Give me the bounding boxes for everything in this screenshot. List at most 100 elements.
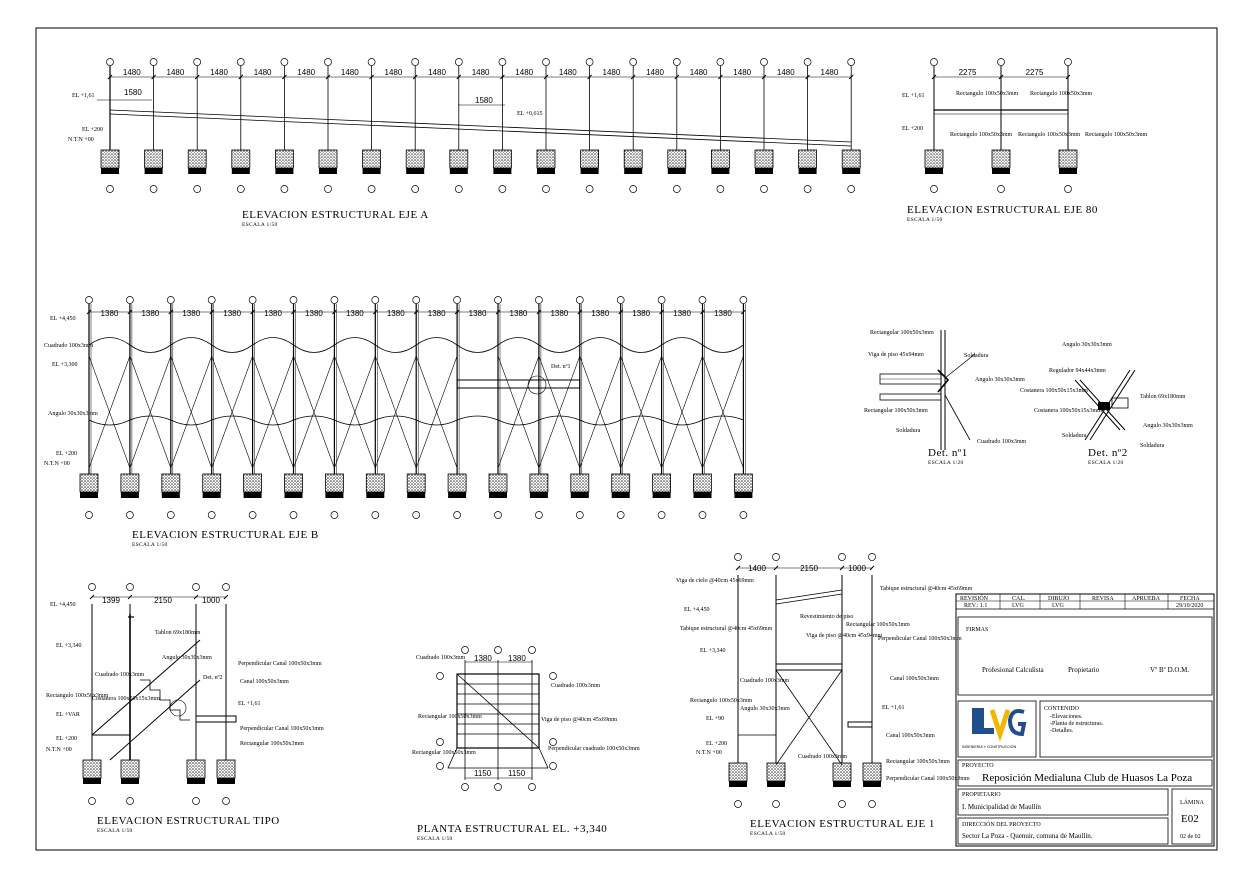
det2-label-5: Costanera 100x50x15x3mm bbox=[1034, 408, 1102, 414]
axis-bubble bbox=[734, 800, 742, 808]
axis-bubble bbox=[106, 185, 114, 193]
eje-1-title: ELEVACION ESTRUCTURAL EJE 1 bbox=[750, 818, 935, 830]
axis-bubble bbox=[716, 185, 725, 193]
tipo-label-7: Perpendicular Canal 100x50x3mm bbox=[238, 661, 322, 667]
axis-bubble bbox=[126, 797, 134, 805]
eje-a-scale: ESCALA 1/50 bbox=[242, 222, 278, 228]
eje-a-dim: 1480 bbox=[167, 68, 185, 77]
axis-bubble bbox=[494, 511, 502, 519]
eje-a-level-mid: EL +0,615 bbox=[517, 111, 543, 117]
tipo-level-3: EL +1,61 bbox=[238, 701, 261, 707]
axis-bubble bbox=[739, 511, 748, 519]
planta-dim-bottom-2: 1150 bbox=[508, 769, 526, 778]
footing bbox=[362, 149, 382, 169]
planta-dim-bottom-1: 1150 bbox=[474, 769, 492, 778]
axis-bubble bbox=[672, 58, 681, 66]
eje-1-level-3: EL +1,61 bbox=[882, 705, 905, 711]
eje-b-dim: 1380 bbox=[305, 309, 323, 318]
eje-80-scale: ESCALA 1/50 bbox=[907, 217, 943, 223]
direccion-label: DIRECCIÓN DEL PROYECTO bbox=[962, 820, 1041, 828]
tipo-label-10: Rectangular 100x50x3mm bbox=[240, 741, 304, 747]
planta-label-1: Cuadrado 100x3mm bbox=[416, 655, 465, 661]
det1-label-4: Angulo 30x30x3mm bbox=[975, 377, 1025, 383]
tipo-title: ELEVACION ESTRUCTURAL TIPO bbox=[97, 815, 280, 827]
title-block: REVISIÓN CAL. DIBUJO REVISA APRUEBA FECH… bbox=[955, 593, 1215, 847]
axis-bubble bbox=[734, 553, 742, 561]
firma-1: Profesional Calculista bbox=[982, 666, 1045, 674]
firma-2: Propietario bbox=[1068, 666, 1100, 674]
axis-bubble bbox=[542, 185, 550, 193]
eje-1-label-6: Viga de piso @40cm 45x94mm bbox=[806, 633, 882, 639]
axis-bubble bbox=[847, 185, 856, 193]
axis-bubble bbox=[838, 800, 846, 808]
axis-bubble bbox=[716, 58, 725, 66]
eje-b-label-2: Angulo 30x30x3mm bbox=[48, 411, 98, 417]
contenido-label: CONTENIDO bbox=[1044, 706, 1080, 712]
eje-80-title: ELEVACION ESTRUCTURAL EJE 80 bbox=[907, 204, 1098, 216]
eje-a-dim: 1480 bbox=[603, 68, 621, 77]
footing bbox=[728, 762, 748, 782]
footing bbox=[82, 759, 102, 779]
rev-header-1: REVISIÓN bbox=[960, 594, 989, 602]
footing bbox=[405, 149, 425, 169]
eje-80-level-1: EL +1,61 bbox=[902, 93, 925, 99]
footing bbox=[406, 473, 426, 493]
eje-a-dim: 1480 bbox=[777, 68, 795, 77]
axis-bubble bbox=[192, 797, 200, 805]
eje-80-label-2: Rectangulo 100x50x3mm bbox=[1030, 91, 1092, 97]
tipo-label-1: Tablon 69x180mm bbox=[155, 630, 201, 636]
axis-bubble bbox=[498, 185, 507, 193]
footing bbox=[144, 149, 164, 169]
eje-1-level-6: N.T.N +00 bbox=[696, 750, 722, 756]
eje-a-dim: 1480 bbox=[428, 68, 446, 77]
axis-bubble bbox=[248, 296, 257, 304]
eje-b-dim: 1380 bbox=[428, 309, 446, 318]
firma-3: Vº Bº D.O.M. bbox=[1150, 666, 1189, 674]
footing bbox=[667, 149, 687, 169]
axis-bubble bbox=[193, 58, 202, 66]
footing bbox=[991, 149, 1011, 169]
footing bbox=[447, 473, 467, 493]
axis-bubble bbox=[166, 296, 175, 304]
lamina-label: LÁMINA bbox=[1180, 798, 1205, 806]
tipo-label-2: Angulo 30x30x3mm bbox=[162, 655, 212, 661]
footing bbox=[161, 473, 181, 493]
footing bbox=[216, 759, 236, 779]
axis-bubble bbox=[236, 58, 245, 66]
eje-b-label-1: Cuadrado 100x3mm bbox=[44, 343, 93, 349]
tipo-dim: 1000 bbox=[202, 596, 220, 605]
tipo-label-6: Det. nº2 bbox=[203, 675, 223, 681]
eje-80-dim: 2275 bbox=[959, 68, 977, 77]
det2-label-4: Costanera 100x50x15x3mm bbox=[1020, 388, 1088, 394]
planta-dim-top-1: 1380 bbox=[474, 654, 492, 663]
axis-bubble bbox=[248, 511, 257, 519]
axis-bubble bbox=[772, 553, 780, 561]
footing bbox=[734, 473, 753, 493]
eje-b-level-4: N.T.N +00 bbox=[44, 461, 70, 467]
axis-bubble bbox=[616, 511, 625, 519]
footing bbox=[186, 759, 206, 779]
eje-a-dim: 1480 bbox=[210, 68, 228, 77]
eje-1-label-14: Rectangular 100x50x3mm bbox=[886, 759, 950, 765]
axis-bubble bbox=[535, 511, 543, 519]
eje-b-dim: 1380 bbox=[387, 309, 405, 318]
axis-bubble bbox=[88, 583, 96, 591]
det1-scale: ESCALA 1/20 bbox=[928, 460, 964, 466]
axis-bubble bbox=[1064, 185, 1072, 193]
eje-1-label-10: Rectangulo 100x50x3mm bbox=[690, 698, 752, 704]
axis-bubble bbox=[330, 296, 339, 304]
axis-bubble bbox=[85, 511, 93, 519]
tipo-label-5: Rectangulo 100x50x3mm bbox=[46, 693, 108, 699]
axis-bubble bbox=[575, 296, 584, 304]
lamina-value: E02 bbox=[1181, 813, 1199, 825]
axis-bubble bbox=[371, 296, 380, 304]
footing bbox=[924, 149, 944, 169]
detail-2: Angulo 30x30x3mm Regulador 94x44x3mm Tab… bbox=[1020, 342, 1193, 466]
eje-b-dim: 1380 bbox=[346, 309, 364, 318]
axis-bubble bbox=[412, 296, 421, 304]
eje-b-dim: 1380 bbox=[182, 309, 200, 318]
tipo-label-4: Costanera 100x50x15x3mm bbox=[92, 696, 160, 702]
